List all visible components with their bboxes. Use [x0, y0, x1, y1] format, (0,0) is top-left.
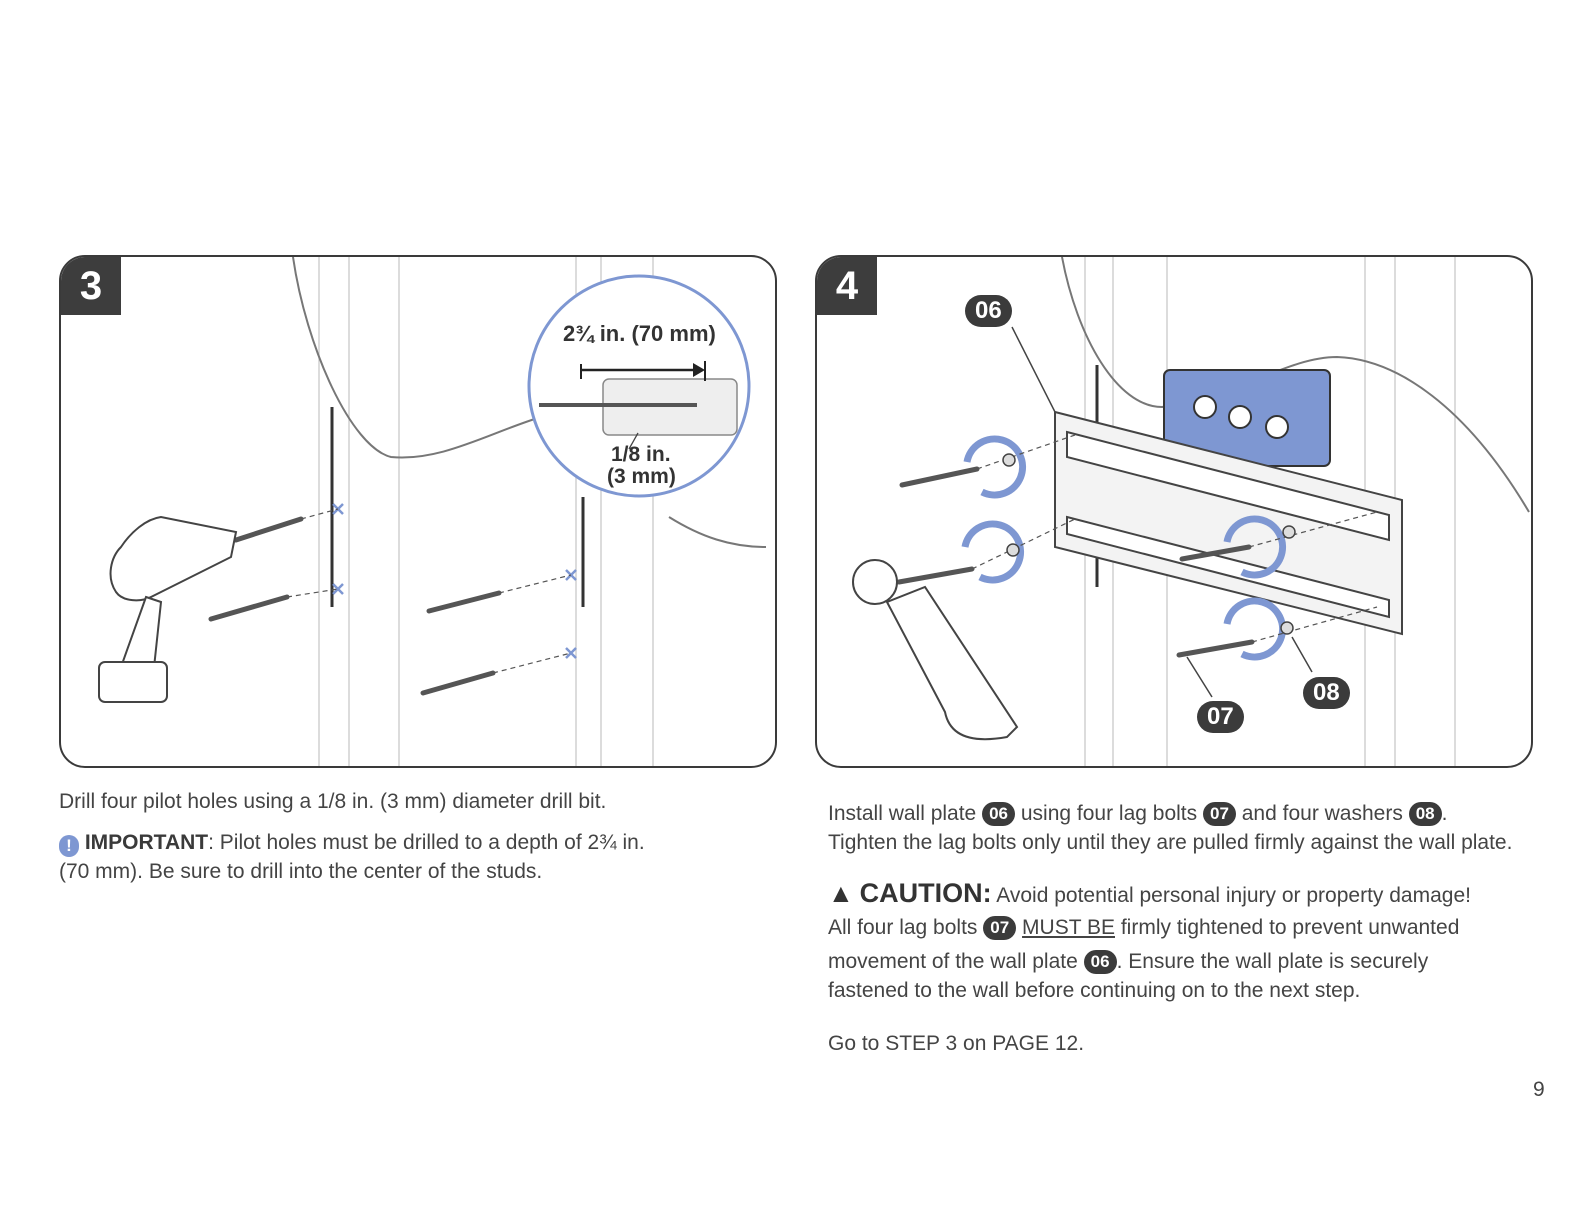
wall-plate-illustration	[852, 257, 1530, 766]
callout-07: 07	[1197, 701, 1244, 733]
step-3-instruction: Drill four pilot holes using a 1/8 in. (…	[59, 790, 607, 813]
step-number-badge: 4	[817, 257, 877, 315]
step-4-instruction: Install wall plate 06 using four lag bol…	[828, 802, 1448, 826]
callout-07-inline: 07	[983, 916, 1017, 940]
step-4-instruction-line-2: Tighten the lag bolts only until they ar…	[828, 831, 1513, 854]
drilling-illustration	[98, 257, 767, 766]
step-3-text: Drill four pilot holes using a 1/8 in. (…	[59, 787, 759, 886]
depth-label: 2¾ in. (70 mm)	[563, 321, 716, 346]
step-number-badge: 3	[61, 257, 121, 315]
step-4-illustration: 4	[815, 255, 1533, 768]
go-to-step-link: Go to STEP 3 on PAGE 12.	[828, 1032, 1085, 1055]
bit-size-label: 1/8 in.	[611, 443, 671, 466]
callout-06-inline: 06	[1083, 950, 1117, 974]
caution-label: CAUTION:	[859, 878, 992, 908]
callout-07-inline: 07	[1202, 802, 1236, 826]
caution-line-4: fastened to the wall before continuing o…	[828, 979, 1361, 1002]
important-line-1: : Pilot holes must be drilled to a depth…	[208, 831, 645, 854]
important-line-2: (70 mm). Be sure to drill into the cente…	[59, 860, 543, 883]
callout-06-inline: 06	[982, 802, 1016, 826]
caution-line-3: movement of the wall plate 06. Ensure th…	[828, 950, 1429, 974]
step-3-illustration: 3	[59, 255, 777, 768]
caution-line-2: All four lag bolts 07 MUST BE firmly tig…	[828, 916, 1460, 940]
important-label: IMPORTANT	[84, 831, 209, 854]
caution-line-1: Avoid potential personal injury or prope…	[996, 884, 1471, 907]
important-note: ! IMPORTANT: Pilot holes must be drilled…	[59, 828, 759, 857]
callout-08: 08	[1303, 677, 1350, 709]
page-number: 9	[1533, 1078, 1545, 1101]
callout-08-inline: 08	[1408, 802, 1442, 826]
bit-size-metric-label: (3 mm)	[607, 465, 676, 488]
caution-note: ▲ CAUTION: Avoid potential personal inju…	[828, 879, 1548, 910]
must-be-emphasis: MUST BE	[1022, 916, 1115, 939]
callout-06: 06	[965, 295, 1012, 327]
important-icon: !	[59, 835, 79, 857]
step-4-text: Install wall plate 06 using four lag bol…	[828, 799, 1548, 1058]
warning-icon: ▲	[828, 878, 854, 908]
